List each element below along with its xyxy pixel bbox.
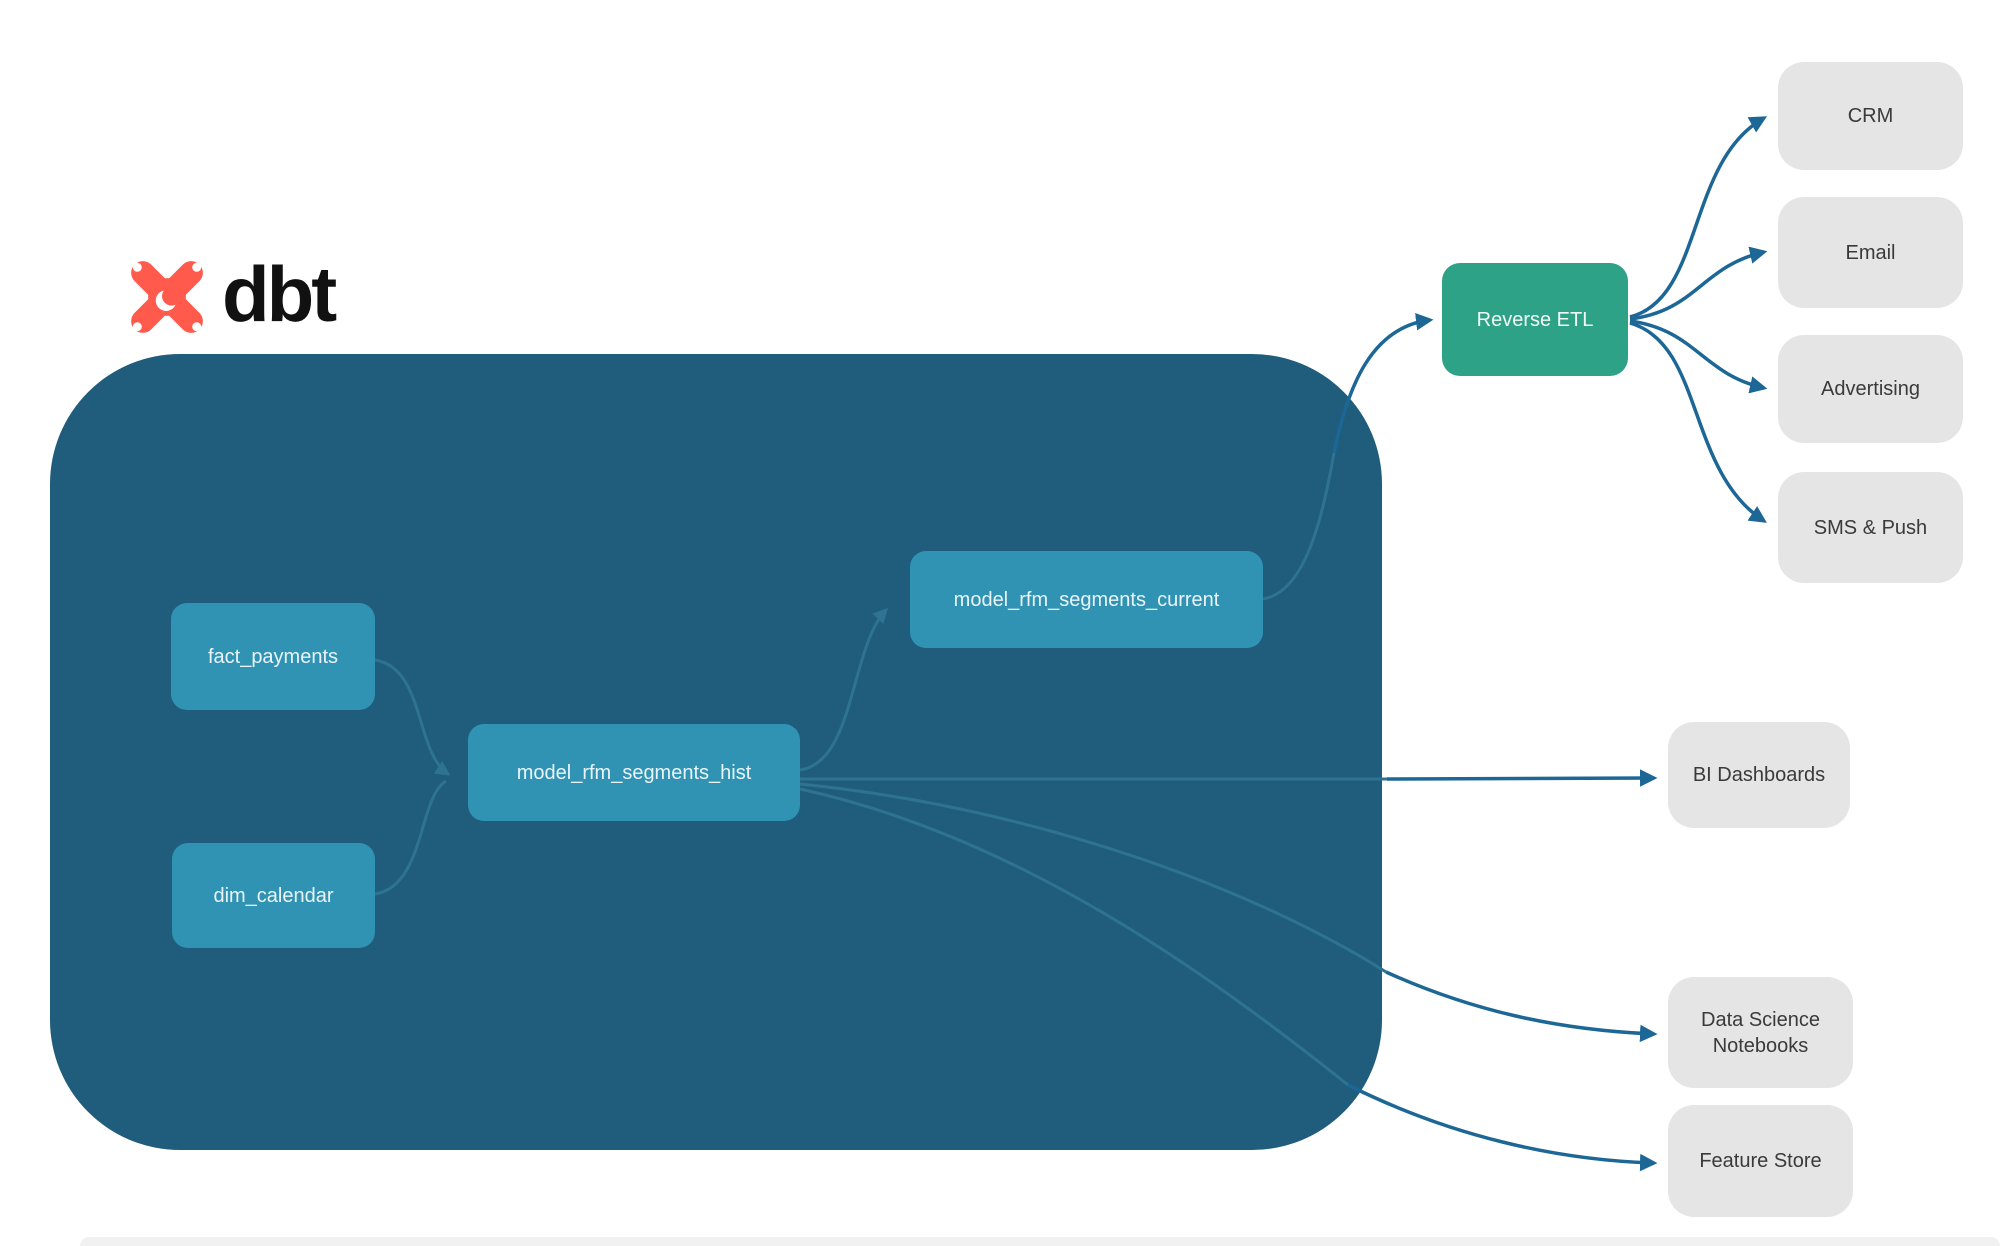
bottom-edge-strip [80, 1237, 2000, 1246]
node-reverse-etl: Reverse ETL [1442, 263, 1628, 376]
edge-reverse-etl-to-crm [1629, 116, 1768, 319]
edge-reverse-etl-to-email [1629, 246, 1768, 321]
edge-reverse-etl-to-sms [1629, 321, 1767, 523]
node-advertising: Advertising [1778, 335, 1963, 443]
node-model-rfm-segments-current: model_rfm_segments_current [910, 551, 1263, 648]
dbt-logo: dbt [122, 250, 337, 342]
node-email: Email [1778, 197, 1963, 308]
node-sms-push: SMS & Push [1778, 472, 1963, 583]
node-model-rfm-segments-hist: model_rfm_segments_hist [468, 724, 800, 821]
node-bi-dashboards: BI Dashboards [1668, 722, 1850, 828]
node-data-science-notebooks: Data Science Notebooks [1668, 977, 1853, 1088]
edge-hist-to-datascience [1385, 970, 1658, 1043]
edge-hist-to-bi-dashboards [1386, 769, 1658, 787]
node-feature-store: Feature Store [1668, 1105, 1853, 1217]
dbt-logo-icon [131, 261, 203, 333]
dbt-wordmark: dbt [222, 250, 337, 338]
node-fact-payments: fact_payments [171, 603, 375, 710]
node-dim-calendar: dim_calendar [172, 843, 375, 948]
edge-reverse-etl-to-advertising [1629, 319, 1768, 394]
edge-hist-to-featurestore [1347, 1083, 1658, 1172]
node-crm: CRM [1778, 62, 1963, 170]
